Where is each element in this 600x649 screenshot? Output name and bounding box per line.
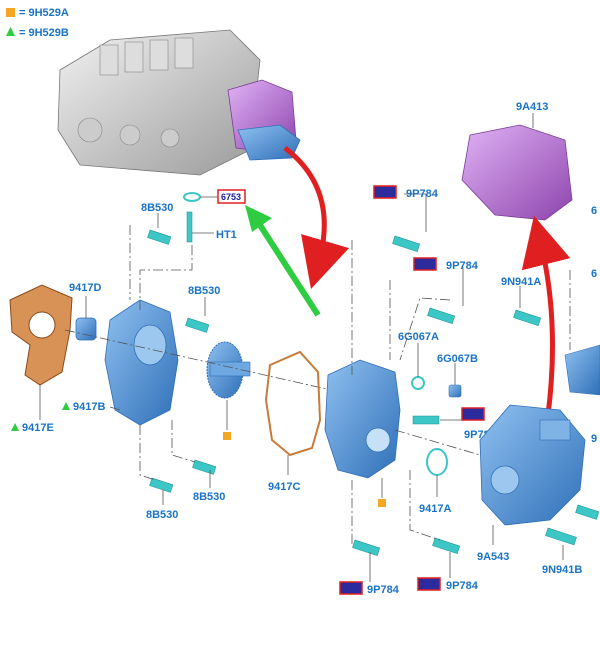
label-ht1: HT1 xyxy=(216,229,237,241)
label-edge-6b: 6 xyxy=(591,268,597,280)
legend-square-label: = 9H529A xyxy=(19,7,69,19)
highlight-box-9p784-e xyxy=(417,577,441,591)
red-arrow-pump xyxy=(521,215,571,416)
highlight-box-6753 xyxy=(217,189,246,204)
square-marker-housing xyxy=(378,499,386,507)
legend-square-icon xyxy=(6,8,15,17)
highlight-box-9p784-c xyxy=(461,407,485,421)
edge-partial-parts: 6 6 9 xyxy=(564,205,600,520)
cover-9a413: 9A413 xyxy=(461,101,573,221)
label-edge-6a: 6 xyxy=(591,205,597,217)
bolt-8b530-mid: 8B530 xyxy=(185,285,220,333)
oring-9417a: 9417A xyxy=(419,448,451,515)
label-9p784-d: 9P784 xyxy=(367,584,400,596)
bolt-9n941b: 9N941B xyxy=(542,527,582,576)
label-9417d: 9417D xyxy=(69,282,101,294)
label-9417c: 9417C xyxy=(268,481,300,493)
label-9p784-b: 9P784 xyxy=(446,260,479,272)
bolt-9p784-b: 9P784 xyxy=(413,257,479,324)
oring-6753: 6753 xyxy=(183,189,246,204)
square-marker-gear xyxy=(223,432,231,440)
part-6g067b: 6G067B xyxy=(437,353,478,398)
label-6g067b: 6G067B xyxy=(437,353,478,365)
bolt-9p784-e: 9P784 xyxy=(417,537,479,592)
bolt-8b530-bot2: 8B530 xyxy=(146,477,178,521)
label-9417a: 9417A xyxy=(419,503,451,515)
gasket-9417c: 9417C xyxy=(264,350,322,493)
label-9417b: 9417B xyxy=(73,401,105,413)
label-8b530-bot1: 8B530 xyxy=(193,491,225,503)
label-9417e: 9417E xyxy=(22,422,54,434)
vacuum-pump-9417b: 9417B xyxy=(62,299,179,426)
gear-part xyxy=(206,341,251,440)
part-9417d: 9417D xyxy=(69,282,101,341)
red-arrow-engine xyxy=(283,146,350,289)
label-9a413: 9A413 xyxy=(516,101,548,113)
legend: = 9H529A = 9H529B xyxy=(6,7,69,39)
label-9n941b: 9N941B xyxy=(542,564,582,576)
label-9n941a: 9N941A xyxy=(501,276,541,288)
bolt-9p784-a: 9P784 xyxy=(373,185,439,252)
highlight-box-9p784-d xyxy=(339,581,363,595)
part-6g067a: 6G067A xyxy=(398,331,439,390)
pump-housing xyxy=(324,359,401,507)
highlight-box-9p784-a xyxy=(373,185,397,199)
label-6753: 6753 xyxy=(221,192,241,202)
label-8b530-mid: 8B530 xyxy=(188,285,220,297)
label-9p784-e: 9P784 xyxy=(446,580,479,592)
legend-triangle-label: = 9H529B xyxy=(19,27,69,39)
engine-block-illustration xyxy=(57,29,301,176)
tube-ht1: HT1 xyxy=(186,211,237,243)
label-9a543: 9A543 xyxy=(477,551,509,563)
triangle-marker-9417b xyxy=(62,402,70,410)
bolt-9n941a: 9N941A xyxy=(501,276,541,326)
gasket-9417e: 9417E xyxy=(9,284,73,434)
green-arrow xyxy=(245,205,321,317)
bolt-9p784-d: 9P784 xyxy=(339,539,400,596)
highlight-box-9p784-b xyxy=(413,257,437,271)
legend-triangle-icon xyxy=(6,27,15,36)
triangle-marker-9417e xyxy=(11,423,19,431)
fuel-pump-9a543: 9A543 xyxy=(477,404,586,563)
label-6g067a: 6G067A xyxy=(398,331,439,343)
label-8b530-bot2: 8B530 xyxy=(146,509,178,521)
label-8b530-top: 8B530 xyxy=(141,202,173,214)
label-9p784-a: 9P784 xyxy=(406,188,439,200)
bolt-8b530-top: 8B530 xyxy=(141,202,173,245)
label-edge-9: 9 xyxy=(591,433,597,445)
bolt-8b530-bot1: 8B530 xyxy=(192,459,225,503)
